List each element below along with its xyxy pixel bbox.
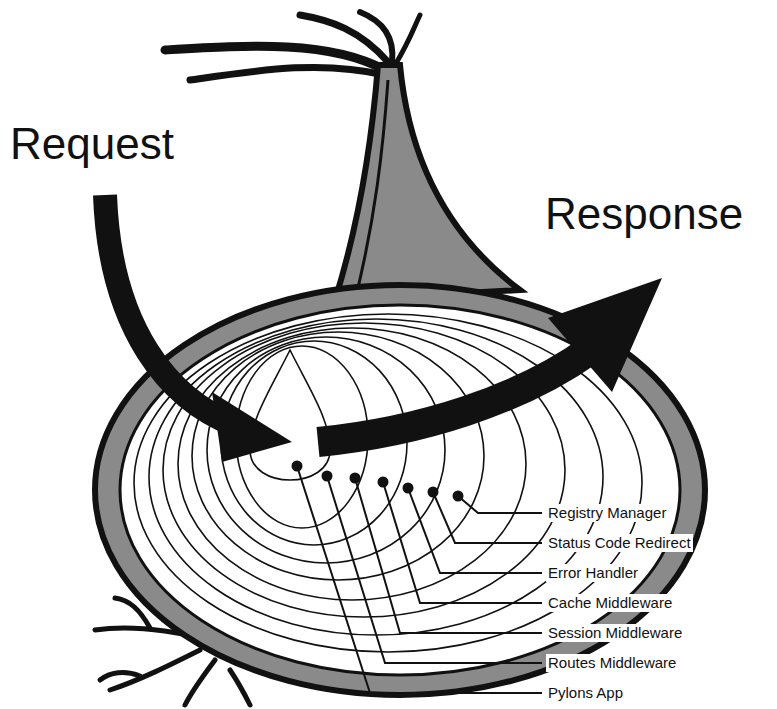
flow-label: Request [10,118,174,170]
response-arrow [318,278,662,442]
leader-lines [297,466,542,693]
layer-label: Error Handler [546,564,640,582]
layer-label: Registry Manager [546,504,668,522]
layer-label: Session Middleware [546,624,684,642]
onion-neck [335,65,520,300]
request-arrow [105,195,292,462]
layer-label: Pylons App [546,684,625,702]
layer-label: Cache Middleware [546,594,674,612]
layer-label: Routes Middleware [546,654,678,672]
layer-label: Status Code Redirect [546,534,693,552]
layer-dots [292,461,464,502]
flow-label: Response [545,188,743,240]
